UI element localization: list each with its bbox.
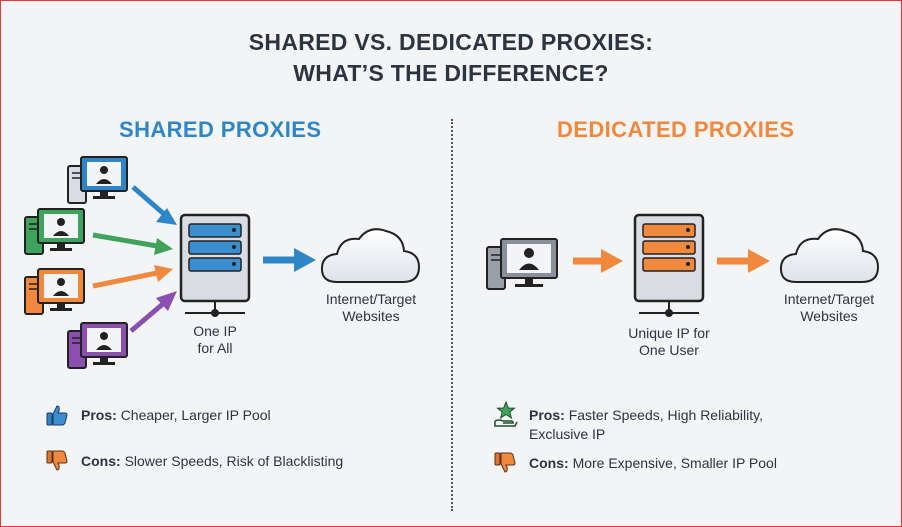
shared-pros-text: Cheaper, Larger IP Pool xyxy=(120,407,271,423)
star-hand-icon xyxy=(494,401,518,427)
dedicated-client-computer-icon xyxy=(486,238,558,290)
dedicated-pros-text-line-1: Faster Speeds, High Reliability, xyxy=(568,407,763,423)
arrow-to-internet-icon xyxy=(263,248,316,272)
column-divider xyxy=(451,119,453,511)
dedicated-arrow-in-icon xyxy=(573,249,623,273)
thumbs-down-icon xyxy=(494,452,516,473)
shared-internet-label-line-1: Internet/Target xyxy=(325,291,417,307)
dedicated-pros-label: Pros: xyxy=(529,407,565,423)
dedicated-proxies-heading: DEDICATED PROXIES xyxy=(557,117,795,142)
dedicated-server-icon xyxy=(633,213,705,317)
internet-cloud-icon xyxy=(320,228,421,283)
page-title-line-1: SHARED VS. DEDICATED PROXIES: xyxy=(248,29,654,55)
dedicated-cons-label: Cons: xyxy=(529,455,569,471)
arrow-green-icon xyxy=(92,232,173,255)
client-computer-green-icon xyxy=(24,208,85,255)
dedicated-pros-text-line-2: Exclusive IP xyxy=(529,426,606,442)
arrow-purple-icon xyxy=(129,291,177,333)
arrow-blue-icon xyxy=(131,185,177,225)
client-computer-purple-icon xyxy=(67,322,128,369)
dedicated-internet-label-line-1: Internet/Target xyxy=(783,291,875,307)
dedicated-cons-text: More Expensive, Smaller IP Pool xyxy=(572,455,777,471)
client-computer-blue-icon xyxy=(67,156,128,204)
client-computer-orange-icon xyxy=(24,268,85,315)
shared-cons-label: Cons: xyxy=(81,453,121,469)
dedicated-server-label-line-2: One User xyxy=(639,342,699,358)
thumbs-up-icon xyxy=(46,405,68,426)
dedicated-internet-label-line-2: Websites xyxy=(800,308,858,324)
dedicated-arrow-out-icon xyxy=(717,249,770,273)
dedicated-internet-cloud-icon xyxy=(779,228,880,283)
shared-proxies-heading: SHARED PROXIES xyxy=(119,117,322,142)
shared-pros-label: Pros: xyxy=(81,407,117,423)
shared-server-icon xyxy=(179,213,251,317)
shared-internet-label-line-2: Websites xyxy=(342,308,400,324)
shared-server-label-line-2: for All xyxy=(197,340,233,356)
page-title-line-2: WHAT’S THE DIFFERENCE? xyxy=(293,60,609,86)
dedicated-server-label-line-1: Unique IP for xyxy=(628,325,710,341)
thumbs-down-icon xyxy=(46,450,68,471)
shared-server-label-line-1: One IP xyxy=(193,323,237,339)
shared-cons-text: Slower Speeds, Risk of Blacklisting xyxy=(124,453,344,469)
arrow-orange-icon xyxy=(92,265,173,289)
